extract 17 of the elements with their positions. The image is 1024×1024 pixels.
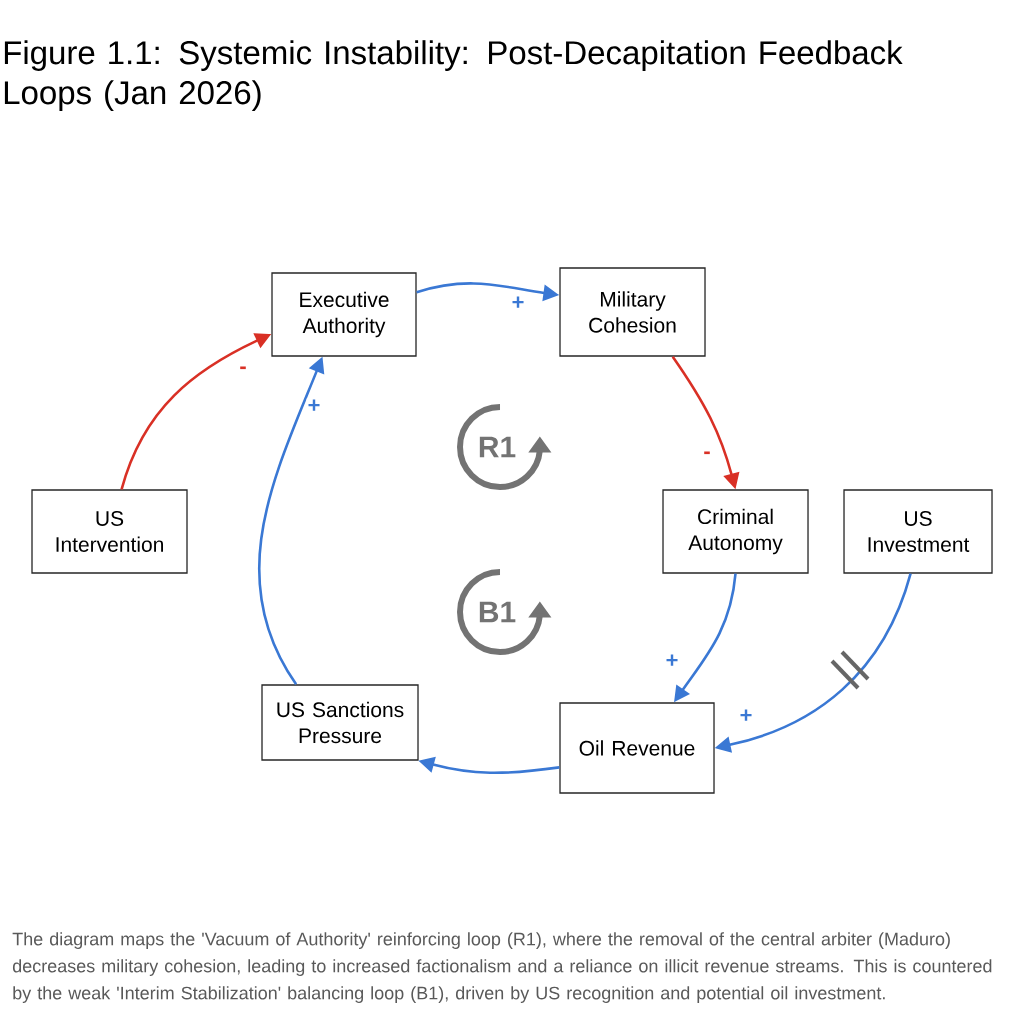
polarity-sign: + — [740, 709, 752, 721]
variable-box: Executive Authority — [271, 272, 417, 357]
variable-box: US Intervention — [31, 489, 188, 574]
variable-box: US Sanctions Pressure — [261, 684, 419, 761]
polarity-sign: + — [308, 399, 320, 411]
variable-box: Oil Revenue — [559, 702, 715, 794]
variable-box: US Investment — [843, 489, 993, 574]
loop-label: B1 — [479, 601, 516, 623]
polarity-sign: + — [666, 654, 678, 666]
variable-box: Criminal Autonomy — [662, 489, 809, 574]
loop-label: R1 — [479, 436, 516, 458]
title: Figure 1.1: Systemic Instability: Post-Decapitation Feedback Loops (Jan 2026) — [4, 40, 903, 111]
variable-box: Military Cohesion — [559, 267, 706, 357]
polarity-sign: - — [704, 451, 710, 455]
polarity-sign: - — [240, 366, 246, 370]
polarity-sign: + — [512, 296, 524, 308]
caption: The diagram maps the 'Vacuum of Authority' reinforcing loop (R1), where the removal of the central arbiter (Maduro) decreases military cohesion, leading to increased factionalism and a reliance on illicit revenue streams. This is countered by the weak 'Interim Stabilization' balancing loop (B1), driven by US recognition and potential oil investment. — [12, 932, 992, 1003]
